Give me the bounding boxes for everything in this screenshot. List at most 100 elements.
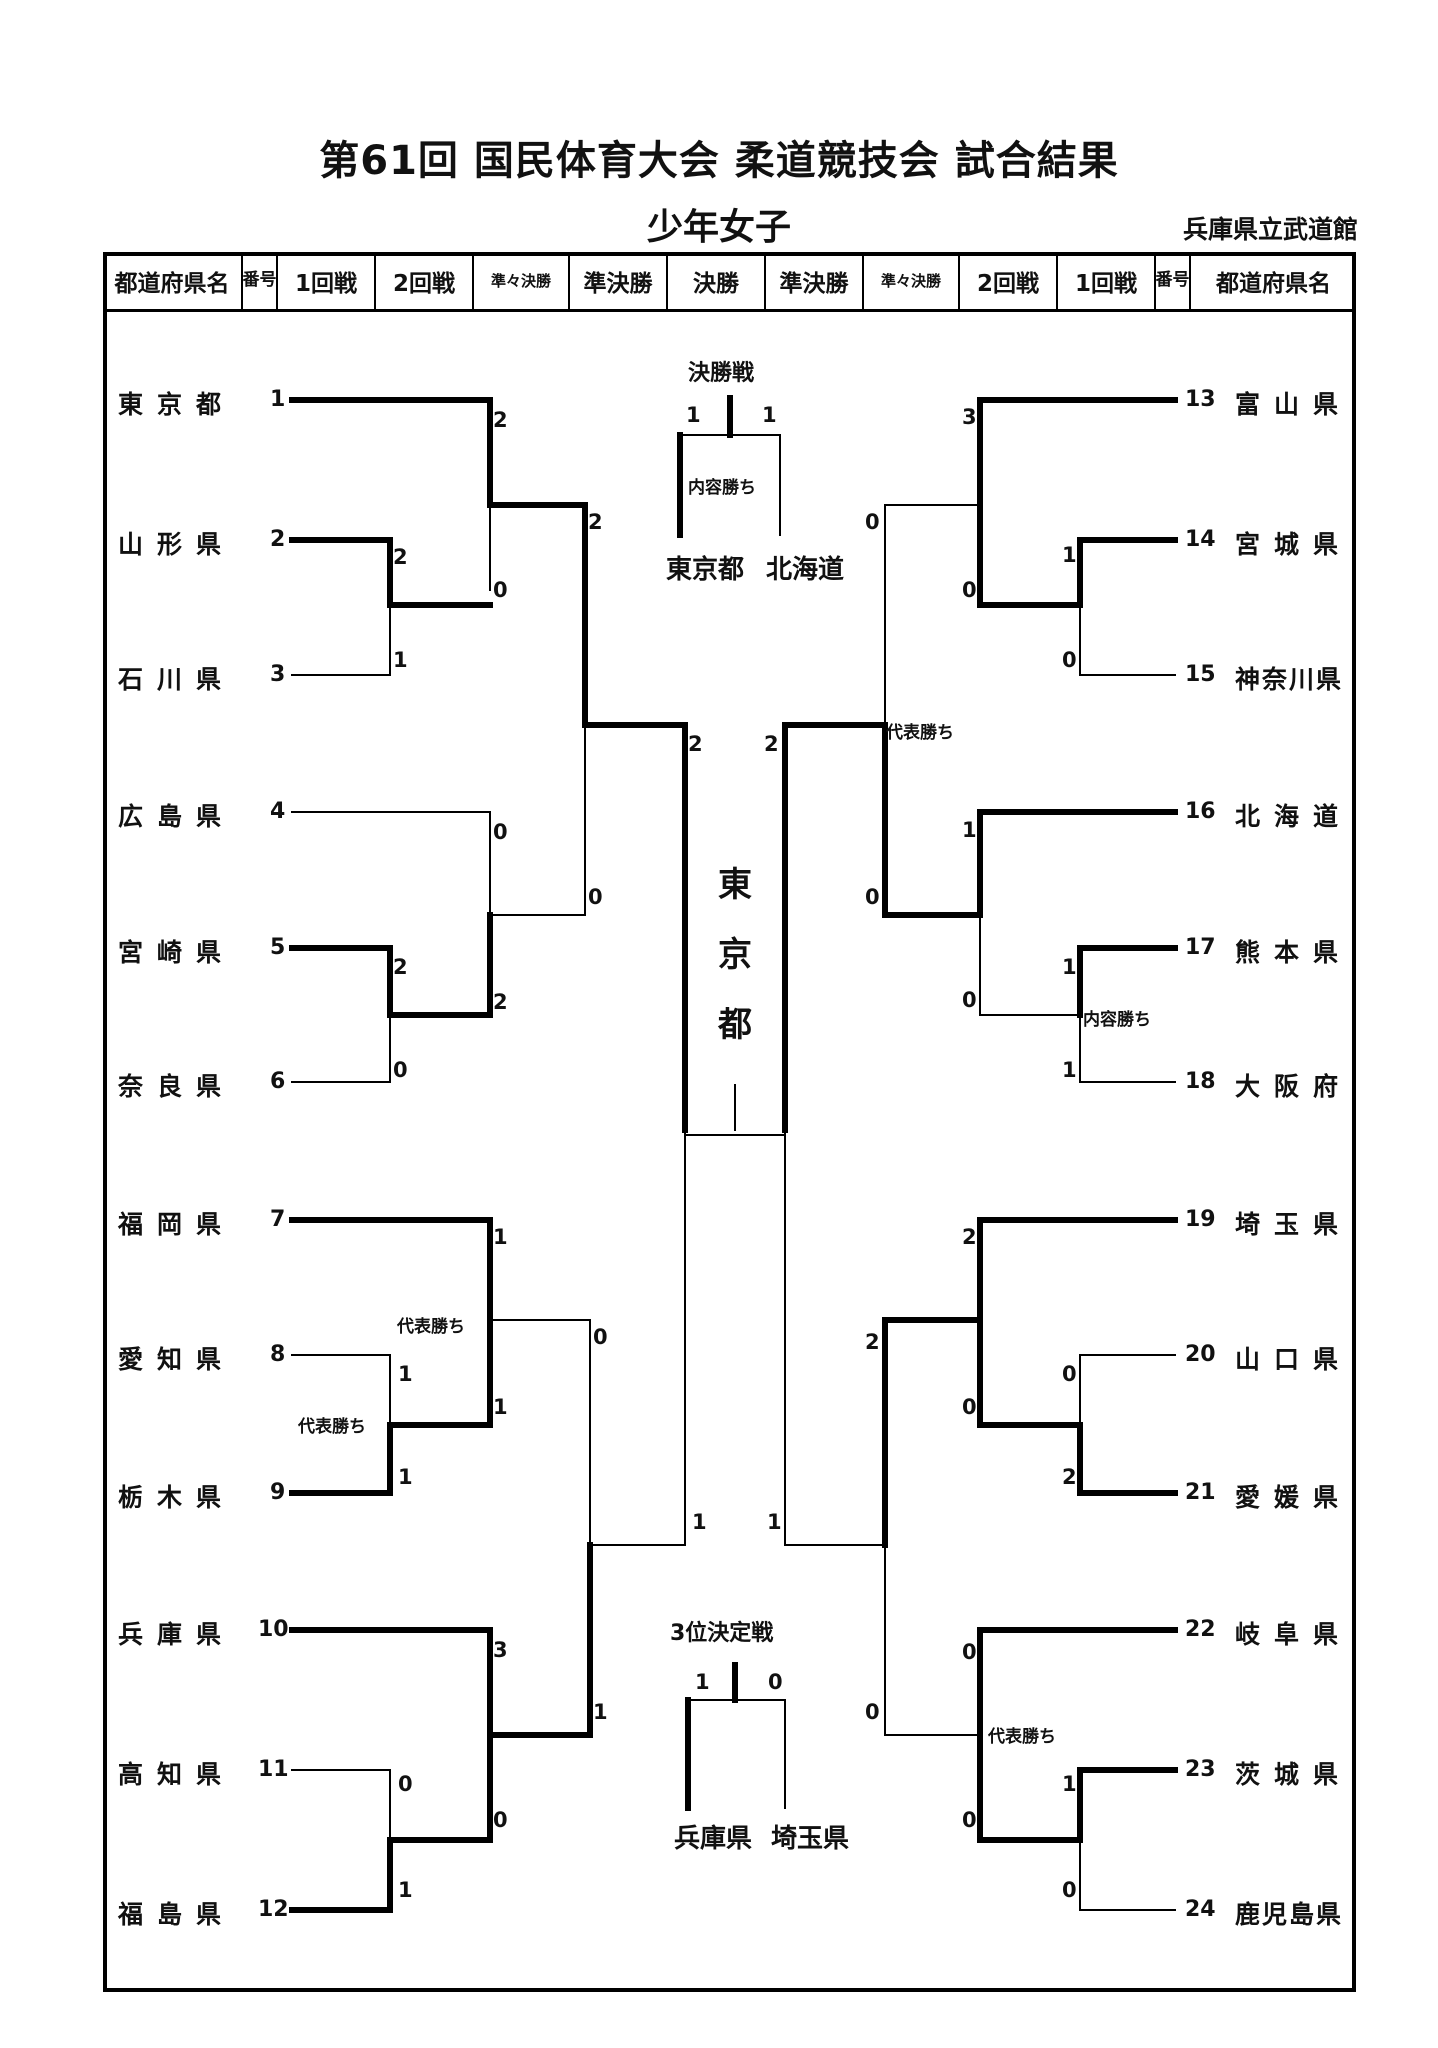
- header-r1-right: 1回戦: [1058, 252, 1156, 309]
- left-no-7: 7: [270, 1207, 286, 1232]
- score: 1: [962, 818, 977, 842]
- header-r1-left: 1回戦: [278, 252, 376, 309]
- right-no-13: 13: [1185, 387, 1216, 412]
- third-left-name: 兵庫県: [674, 1824, 753, 1854]
- mini-third: [685, 1662, 786, 1811]
- rep-win-note: 代表勝ち: [298, 1417, 366, 1437]
- header-qf-right: 準々決勝: [864, 252, 960, 309]
- right-no-22: 22: [1185, 1617, 1216, 1642]
- left-bracket-c: [289, 1217, 591, 1546]
- left-pref-3: 石川県: [118, 665, 236, 694]
- header-r2-right: 2回戦: [960, 252, 1058, 309]
- header-pref-left: 都道府県名: [103, 252, 243, 309]
- left-no-8: 8: [270, 1342, 286, 1367]
- left-pref-4: 広島県: [118, 802, 236, 831]
- third-score-right: 0: [768, 1670, 783, 1694]
- left-bracket-b: [289, 722, 688, 1133]
- score: 0: [1062, 648, 1077, 672]
- score: 0: [1062, 1878, 1077, 1902]
- right-bracket-b: [782, 722, 1178, 1133]
- score: 1: [1062, 543, 1077, 567]
- page-title: 第61回 国民体育大会 柔道競技会 試合結果: [319, 138, 1119, 184]
- header-row: 都道府県名 番号 1回戦 2回戦 準々決勝 準決勝 決勝 準決勝 準々決勝 2回…: [103, 252, 1356, 312]
- header-sf-left: 準決勝: [570, 252, 668, 309]
- final-label: 決勝戦: [688, 361, 755, 386]
- champion-name: 東京都: [718, 865, 752, 1045]
- score: 1: [593, 1700, 608, 1724]
- left-pref-9: 栃木県: [118, 1483, 236, 1512]
- right-no-14: 14: [1185, 527, 1216, 552]
- score: 0: [588, 885, 603, 909]
- mini-final: [677, 395, 781, 538]
- left-pref-2: 山形県: [118, 530, 236, 559]
- score: 0: [962, 578, 977, 602]
- score: 0: [865, 1700, 880, 1724]
- right-no-17: 17: [1185, 935, 1216, 960]
- score: 1: [692, 1510, 707, 1534]
- right-no-19: 19: [1185, 1207, 1216, 1232]
- final-box: [682, 722, 788, 1136]
- left-no-1: 1: [270, 387, 286, 412]
- right-no-20: 20: [1185, 1342, 1216, 1367]
- final-note: 内容勝ち: [688, 478, 756, 498]
- score: 1: [1062, 1772, 1077, 1796]
- left-no-12: 12: [258, 1897, 289, 1922]
- score: 2: [493, 408, 508, 432]
- left-pref-12: 福島県: [118, 1900, 236, 1929]
- right-pref-18: 大阪府: [1235, 1072, 1353, 1101]
- header-qf-left: 準々決勝: [474, 252, 570, 309]
- score: 0: [393, 1058, 408, 1082]
- final-left-name: 東京都: [666, 555, 745, 585]
- left-bracket-a: [289, 397, 588, 728]
- final-right-name: 北海道: [766, 555, 845, 585]
- right-bracket-a: [884, 397, 1178, 726]
- third-label: 3位決定戦: [670, 1621, 774, 1646]
- right-no-15: 15: [1185, 662, 1216, 687]
- content-win-note: 内容勝ち: [1083, 1010, 1151, 1030]
- third-right-name: 埼玉県: [771, 1824, 850, 1854]
- score: 2: [393, 545, 408, 569]
- left-no-10: 10: [258, 1617, 289, 1642]
- bracket-frame: [103, 252, 1356, 1992]
- score: 0: [962, 1640, 977, 1664]
- score: 0: [493, 578, 508, 602]
- score: 1: [393, 648, 408, 672]
- right-pref-13: 富山県: [1235, 390, 1353, 419]
- right-pref-14: 宮城県: [1235, 530, 1353, 559]
- rep-win-note: 代表勝ち: [988, 1727, 1056, 1747]
- score: 0: [962, 1808, 977, 1832]
- rep-win-note: 代表勝ち: [397, 1317, 465, 1337]
- score: 0: [865, 885, 880, 909]
- right-pref-22: 岐阜県: [1235, 1620, 1353, 1649]
- right-pref-20: 山口県: [1235, 1345, 1353, 1374]
- score: 0: [493, 820, 508, 844]
- score: 1: [1062, 1058, 1077, 1082]
- left-pref-7: 福岡県: [118, 1210, 236, 1239]
- division-title: 少年女子: [646, 207, 791, 248]
- left-no-4: 4: [270, 799, 286, 824]
- right-no-23: 23: [1185, 1757, 1216, 1782]
- score: 1: [767, 1510, 782, 1534]
- score: 3: [493, 1638, 508, 1662]
- left-no-6: 6: [270, 1069, 286, 1094]
- header-no-left: 番号: [243, 252, 278, 309]
- score: 2: [393, 955, 408, 979]
- left-bracket-d: [289, 1129, 686, 1913]
- header-r2-left: 2回戦: [376, 252, 474, 309]
- score: 0: [398, 1772, 413, 1796]
- header-sf-right: 準決勝: [766, 252, 864, 309]
- right-bracket-d: [784, 1129, 1178, 1911]
- score: 0: [865, 510, 880, 534]
- left-no-3: 3: [270, 662, 286, 687]
- header-pref-right: 都道府県名: [1216, 270, 1331, 297]
- header-final: 決勝: [668, 252, 766, 309]
- right-pref-17: 熊本県: [1235, 938, 1353, 967]
- left-no-5: 5: [270, 935, 286, 960]
- right-no-18: 18: [1185, 1069, 1216, 1094]
- score: 2: [865, 1330, 880, 1354]
- score: 2: [764, 732, 779, 756]
- third-score-left: 1: [695, 1670, 710, 1694]
- left-no-2: 2: [270, 527, 286, 552]
- left-pref-1: 東京都: [118, 390, 236, 419]
